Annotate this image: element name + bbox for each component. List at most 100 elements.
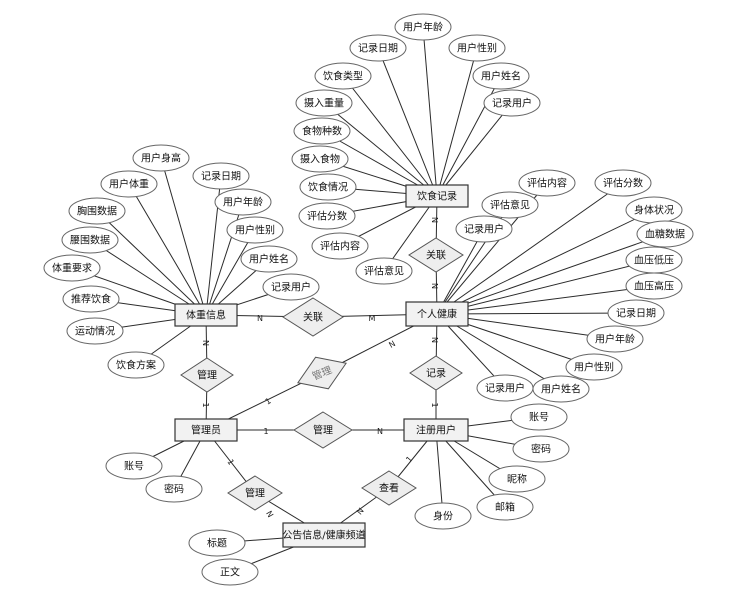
cardinality-rel_health_top: N xyxy=(430,283,439,289)
attribute-notice-1: 正文 xyxy=(201,558,259,586)
attribute-label: 用户姓名 xyxy=(541,383,581,396)
attribute-diet-12: 评估意见 xyxy=(355,257,413,285)
attribute-label: 昵称 xyxy=(507,473,527,486)
attribute-ellipse xyxy=(192,162,250,190)
attribute-label: 记录用户 xyxy=(492,97,532,110)
attribute-body-11: 运动情况 xyxy=(66,317,124,345)
relationship-label: 管理 xyxy=(313,424,333,437)
attribute-label: 评估分数 xyxy=(603,177,643,190)
attribute-label: 饮食方案 xyxy=(116,359,156,372)
edge-body-attr-0 xyxy=(160,157,207,316)
entity-box xyxy=(282,522,366,548)
edge-body-attr-4 xyxy=(96,210,207,316)
attribute-ellipse xyxy=(636,220,694,248)
relationship-diamond xyxy=(227,475,283,511)
attribute-label: 推荐饮食 xyxy=(71,293,111,306)
entity-box xyxy=(405,184,469,208)
cardinality-rel_notice_left: N xyxy=(264,509,275,519)
entities-layer: 饮食记录体重信息个人健康管理员注册用户公告信息/健康频道 xyxy=(174,184,469,548)
relationship-diamond xyxy=(408,237,464,273)
attribute-label: 记录用户 xyxy=(485,382,525,395)
attribute-diet-8: 摄入食物 xyxy=(291,145,349,173)
attribute-health-10: 用户性别 xyxy=(565,353,623,381)
attribute-diet-1: 记录日期 xyxy=(349,34,407,62)
attribute-ellipse xyxy=(448,34,506,62)
entity-label: 注册用户 xyxy=(416,424,456,437)
attribute-body-10: 推荐饮食 xyxy=(62,285,120,313)
attribute-diet-9: 饮食情况 xyxy=(299,173,357,201)
relationship-label: 关联 xyxy=(303,311,323,324)
attribute-label: 评估分数 xyxy=(307,210,347,223)
attribute-ellipse xyxy=(625,272,683,300)
edge-body-attr-2 xyxy=(128,183,207,316)
cardinality-rel_health_diag: N xyxy=(387,339,397,350)
entity-box xyxy=(174,418,238,442)
attribute-body-0: 用户身高 xyxy=(132,144,190,172)
attribute-label: 用户年龄 xyxy=(403,21,443,34)
attribute-ellipse xyxy=(394,13,452,41)
entity-notice: 公告信息/健康频道 xyxy=(282,522,366,548)
edge-health-attr-7 xyxy=(436,285,655,315)
attribute-body-8: 体重要求 xyxy=(43,254,101,282)
attribute-label: 用户身高 xyxy=(141,152,181,165)
cardinality-rel_user_left: N xyxy=(377,427,383,436)
attribute-ellipse xyxy=(355,257,413,285)
attribute-label: 血压高压 xyxy=(634,280,674,293)
attribute-health-8: 记录日期 xyxy=(607,299,665,327)
attribute-label: 用户性别 xyxy=(235,224,275,237)
attribute-health-0: 评估内容 xyxy=(518,169,576,197)
attribute-label: 记录日期 xyxy=(616,308,656,320)
attribute-body-1: 记录日期 xyxy=(192,162,250,190)
attribute-label: 用户姓名 xyxy=(249,253,289,266)
attribute-label: 摄入重量 xyxy=(304,97,344,110)
attribute-ellipse xyxy=(349,34,407,62)
attribute-label: 记录用户 xyxy=(271,281,311,294)
attribute-health-6: 血压低压 xyxy=(625,246,683,274)
cardinality-health_rel_user: N xyxy=(430,337,439,343)
attribute-ellipse xyxy=(518,169,576,197)
attribute-label: 记录日期 xyxy=(358,43,398,55)
attribute-ellipse xyxy=(214,188,272,216)
edge-diet-attr-0 xyxy=(422,26,438,197)
relationship-label: 管理 xyxy=(245,487,265,500)
attribute-body-2: 用户体重 xyxy=(100,170,158,198)
entity-label: 饮食记录 xyxy=(417,190,457,203)
attribute-ellipse xyxy=(298,202,356,230)
attribute-ellipse xyxy=(476,493,534,521)
attribute-label: 饮食类型 xyxy=(323,70,363,83)
edge-body-attr-5 xyxy=(205,229,256,316)
attribute-health-4: 记录用户 xyxy=(455,215,513,243)
attribute-user-2: 昵称 xyxy=(488,465,546,493)
attribute-ellipse xyxy=(291,145,349,173)
attribute-ellipse xyxy=(62,285,120,313)
entity-label: 管理员 xyxy=(191,424,221,437)
edge-user-attr-3 xyxy=(435,429,506,508)
attribute-ellipse xyxy=(607,299,665,327)
attribute-ellipse xyxy=(201,558,259,586)
entity-box xyxy=(405,301,469,327)
entity-label: 公告信息/健康频道 xyxy=(282,529,365,542)
attribute-health-11: 用户姓名 xyxy=(532,375,590,403)
attribute-ellipse xyxy=(293,117,351,145)
attribute-health-1: 评估分数 xyxy=(594,169,652,197)
attribute-label: 评估意见 xyxy=(490,199,530,212)
entity-admin: 管理员 xyxy=(174,418,238,442)
relationship-rel_admin_user: 管理 xyxy=(293,411,353,449)
attributes-layer: 用户年龄记录日期用户性别饮食类型用户姓名摄入重量记录用户食物种数摄入食物饮食情况… xyxy=(43,13,694,586)
relationship-diamond xyxy=(297,356,347,390)
attribute-ellipse xyxy=(188,529,246,557)
edge-diet-attr-1 xyxy=(377,47,438,197)
attribute-label: 密码 xyxy=(531,443,551,456)
edge-user-attr-4 xyxy=(435,429,444,517)
attribute-ellipse xyxy=(43,254,101,282)
attribute-body-4: 胸围数据 xyxy=(68,197,126,225)
edge-health-attr-6 xyxy=(436,259,655,315)
entity-diet: 饮食记录 xyxy=(405,184,469,208)
attribute-ellipse xyxy=(262,273,320,301)
attribute-health-2: 评估意见 xyxy=(481,191,539,219)
cardinality-rel_health_left: M xyxy=(369,314,376,323)
cardinality-rel_notice_right: N xyxy=(355,506,366,516)
entity-health: 个人健康 xyxy=(405,301,469,327)
attribute-label: 身体状况 xyxy=(634,204,674,217)
